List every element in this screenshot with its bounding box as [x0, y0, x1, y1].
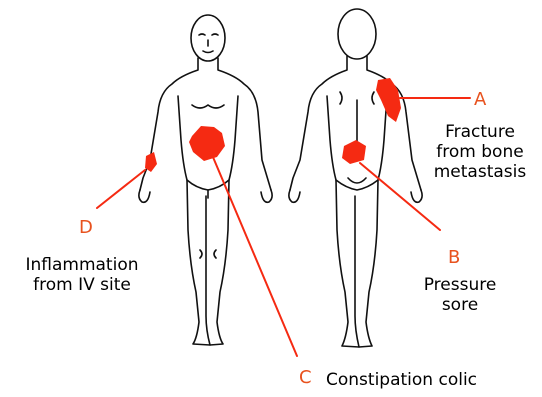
- front-body-outline: [139, 15, 272, 345]
- annotation-c-line-1: Constipation colic: [326, 370, 477, 390]
- annotation-d-line-1: Inflammation: [12, 255, 152, 275]
- annotation-b-line-2: sore: [410, 295, 510, 315]
- marker-b-sacrum-blob: [342, 140, 366, 164]
- marker-c-abdomen-blob: [189, 126, 225, 161]
- annotation-letter-d: D: [79, 218, 93, 238]
- annotation-b-label: Pressure sore: [410, 275, 510, 315]
- annotation-letter-c: C: [299, 368, 312, 388]
- marker-a-shoulder-blob: [376, 78, 401, 122]
- annotation-a-line-2: from bone: [420, 142, 540, 162]
- annotation-a-line-1: Fracture: [420, 122, 540, 142]
- annotation-d-label: Inflammation from IV site: [12, 255, 152, 295]
- marker-d-forearm-blob: [145, 152, 157, 172]
- annotation-a-line-3: metastasis: [420, 162, 540, 182]
- annotation-letter-b: B: [448, 248, 460, 268]
- annotation-letter-a: A: [474, 90, 486, 110]
- leader-line-d: [97, 170, 145, 208]
- annotation-c-label: Constipation colic: [326, 370, 477, 390]
- annotation-d-line-2: from IV site: [12, 275, 152, 295]
- annotation-b-line-1: Pressure: [410, 275, 510, 295]
- leader-line-c: [210, 150, 297, 356]
- annotation-a-label: Fracture from bone metastasis: [420, 122, 540, 182]
- back-body-outline: [289, 9, 422, 347]
